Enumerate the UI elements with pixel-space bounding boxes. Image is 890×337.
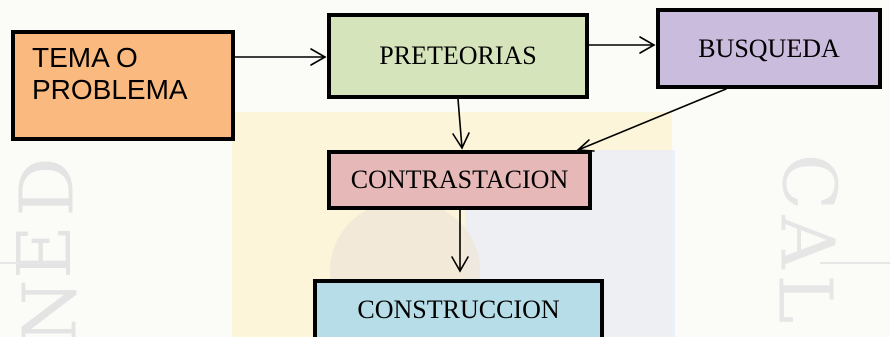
arrow-busqueda-to-contrastacion xyxy=(577,88,727,151)
arrow-preteorias-to-contrastacion xyxy=(457,98,463,149)
node-label: CONTRASTACION xyxy=(350,165,569,194)
arrowhead xyxy=(310,48,327,66)
node-busqueda: BUSQUEDA xyxy=(656,8,882,89)
arrowhead xyxy=(452,132,470,150)
node-label-line: TEMA O xyxy=(32,42,138,73)
node-label: CONSTRUCCION xyxy=(357,295,560,324)
node-tema-o-problema: TEMA O PROBLEMA xyxy=(11,30,235,141)
node-label: BUSQUEDA xyxy=(698,33,840,63)
node-preteorias: PRETEORIAS xyxy=(327,13,589,99)
node-label: PRETEORIAS xyxy=(379,41,537,70)
arrowhead xyxy=(451,256,469,273)
node-construccion: CONSTRUCCION xyxy=(313,279,604,337)
arrowhead xyxy=(639,36,656,54)
watermark-line xyxy=(0,262,60,264)
node-contrastacion: CONTRASTACION xyxy=(327,150,592,210)
watermark-line xyxy=(820,262,890,264)
node-label-line: PROBLEMA xyxy=(32,74,188,106)
